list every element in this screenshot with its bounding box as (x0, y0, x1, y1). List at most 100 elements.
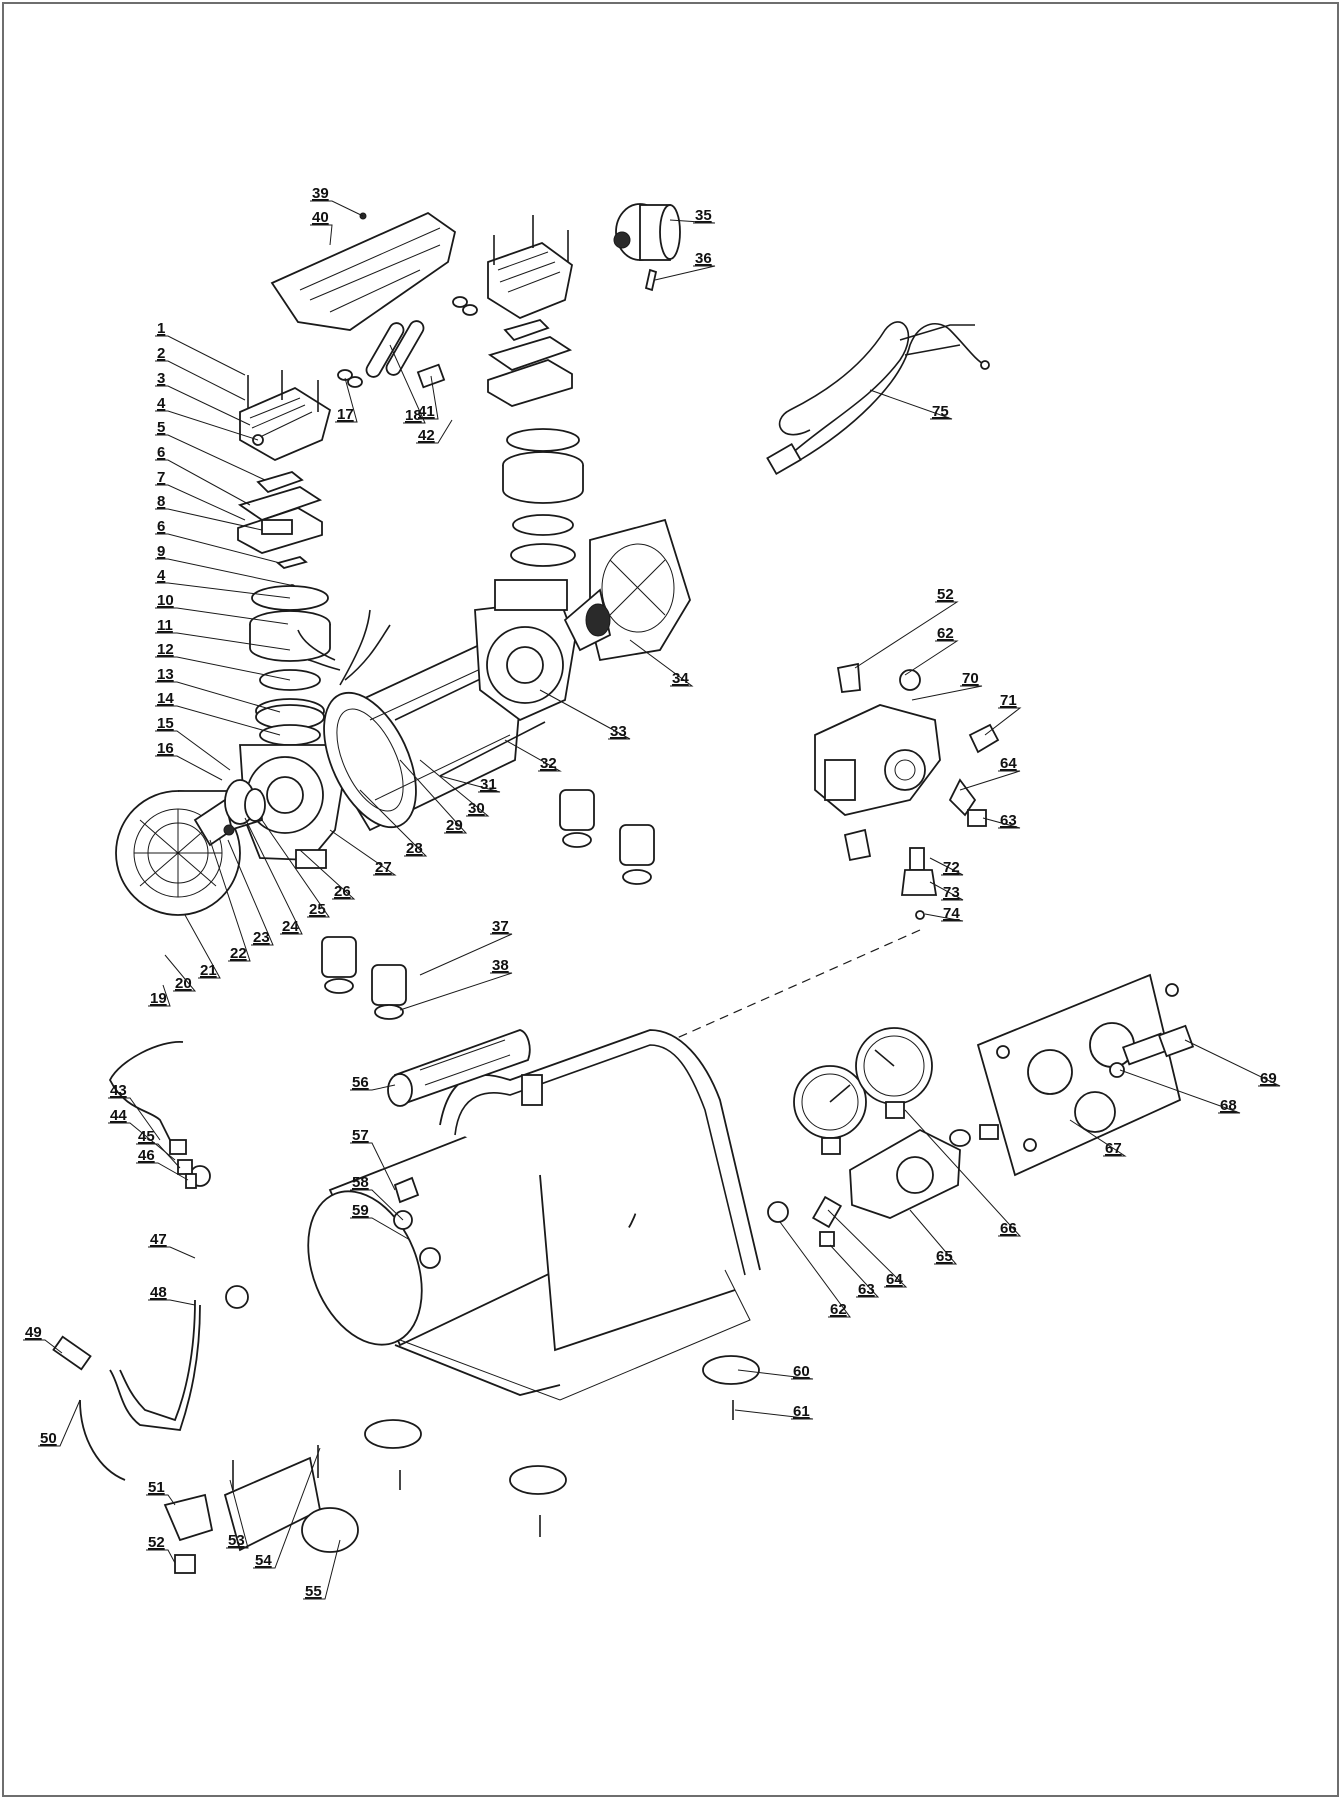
callout-label: 69 (1260, 1070, 1277, 1087)
callout-label: 28 (406, 840, 423, 857)
callout-leader-line (108, 1097, 161, 1141)
callout-leader-line (504, 739, 562, 772)
callout-label: 23 (253, 929, 270, 946)
callout-label: 59 (352, 1202, 369, 1219)
callout-leader-line (869, 389, 953, 420)
callout-leader-line (136, 1162, 189, 1181)
callout-label: 2 (157, 345, 165, 362)
callout-leader-line (829, 1244, 880, 1298)
rubber-feet (321, 789, 655, 1020)
callout-leader-line (350, 1189, 404, 1221)
callout-leader-line (854, 601, 959, 669)
callout-leader-lines (23, 200, 1281, 1600)
callout-leader-line (419, 933, 513, 976)
left-cylinder-sleeve (249, 585, 331, 746)
callout-label: 40 (312, 209, 329, 226)
callout-leader-line (399, 972, 513, 1011)
callout-label: 74 (943, 905, 960, 922)
callout-label: 62 (937, 625, 954, 642)
left-cylinder-head (239, 370, 332, 462)
callout-label: 7 (157, 469, 165, 486)
callout-label: 22 (230, 945, 247, 962)
callout-label: 62 (830, 1301, 847, 1318)
callout-leader-line (23, 1339, 63, 1354)
callout-leader-line (924, 913, 964, 922)
callout-label: 73 (943, 884, 960, 901)
callout-leader-line (439, 775, 501, 793)
callout-label: 55 (305, 1583, 322, 1600)
callout-label: 12 (157, 641, 174, 658)
motor-wires (297, 609, 391, 686)
callout-label: 51 (148, 1479, 165, 1496)
callout-leader-line (155, 533, 281, 564)
callout-leader-line (155, 360, 246, 401)
callout-label: 21 (200, 962, 217, 979)
callout-leader-line (155, 508, 263, 531)
callout-leader-line (310, 224, 333, 246)
callout-leader-line (155, 484, 246, 521)
callout-leader-line (419, 759, 490, 817)
callout-leader-line (416, 375, 439, 420)
callout-label: 29 (446, 817, 463, 834)
callout-leader-line (329, 829, 397, 876)
callout-leader-line (359, 789, 428, 857)
callout-leader-line (261, 819, 330, 918)
callout-leader-line (155, 681, 281, 713)
callout-label: 64 (886, 1271, 903, 1288)
callout-label: 4 (157, 567, 166, 584)
outlet-hose (108, 1041, 197, 1189)
callout-label: 8 (157, 493, 165, 510)
callout-label: 53 (228, 1532, 245, 1549)
callout-leader-line (904, 1109, 1022, 1237)
callout-leader-line (310, 200, 364, 217)
callout-leader-line (155, 607, 289, 625)
callout-label: 31 (480, 776, 497, 793)
callout-leader-line (155, 730, 231, 771)
callout-label: 66 (1000, 1220, 1017, 1237)
frame-handle-grip (387, 1029, 531, 1107)
callout-leader-line (146, 1494, 176, 1506)
callout-leader-line (209, 839, 251, 962)
callout-label: 4 (157, 395, 166, 412)
callout-label: 16 (157, 740, 174, 757)
callout-label: 57 (352, 1127, 369, 1144)
callout-label: 39 (312, 185, 329, 202)
tank-frame (394, 1029, 761, 1401)
callout-label: 33 (610, 723, 627, 740)
top-shroud-cover (270, 211, 457, 331)
callout-label: 43 (110, 1082, 127, 1099)
callout-leader-line (399, 759, 468, 834)
callout-leader-line (38, 1399, 81, 1447)
callout-label: 63 (1000, 812, 1017, 829)
right-cylinder-head (487, 215, 573, 320)
callout-leader-line (226, 1479, 249, 1549)
callout-leader-line (253, 1447, 321, 1569)
callout-leader-line (155, 656, 291, 681)
callout-leader-line (734, 1409, 814, 1420)
callout-label: 46 (138, 1147, 155, 1164)
callout-label: 17 (337, 406, 354, 423)
callout-leader-line (654, 265, 716, 281)
callout-leader-line (982, 817, 1021, 829)
callout-label: 50 (40, 1430, 57, 1447)
callout-label: 71 (1000, 692, 1017, 709)
right-valve-plates (487, 318, 584, 567)
callout-leader-line (148, 1299, 196, 1306)
callout-label: 14 (157, 690, 174, 707)
callout-leader-line (984, 707, 1022, 736)
callout-leader-line (629, 639, 694, 687)
callout-leader-line (184, 914, 221, 979)
callout-leader-line (350, 1142, 396, 1191)
callout-leader-line (155, 558, 291, 586)
callout-label: 42 (418, 427, 435, 444)
callout-leader-line (929, 881, 964, 901)
left-fan-and-bearings (193, 779, 266, 847)
callout-leader-line (148, 1246, 196, 1259)
pressure-switch (814, 662, 1000, 920)
callout-label: 6 (157, 518, 165, 535)
callout-leader-line (1119, 1069, 1241, 1114)
callout-leader-line (299, 849, 356, 900)
